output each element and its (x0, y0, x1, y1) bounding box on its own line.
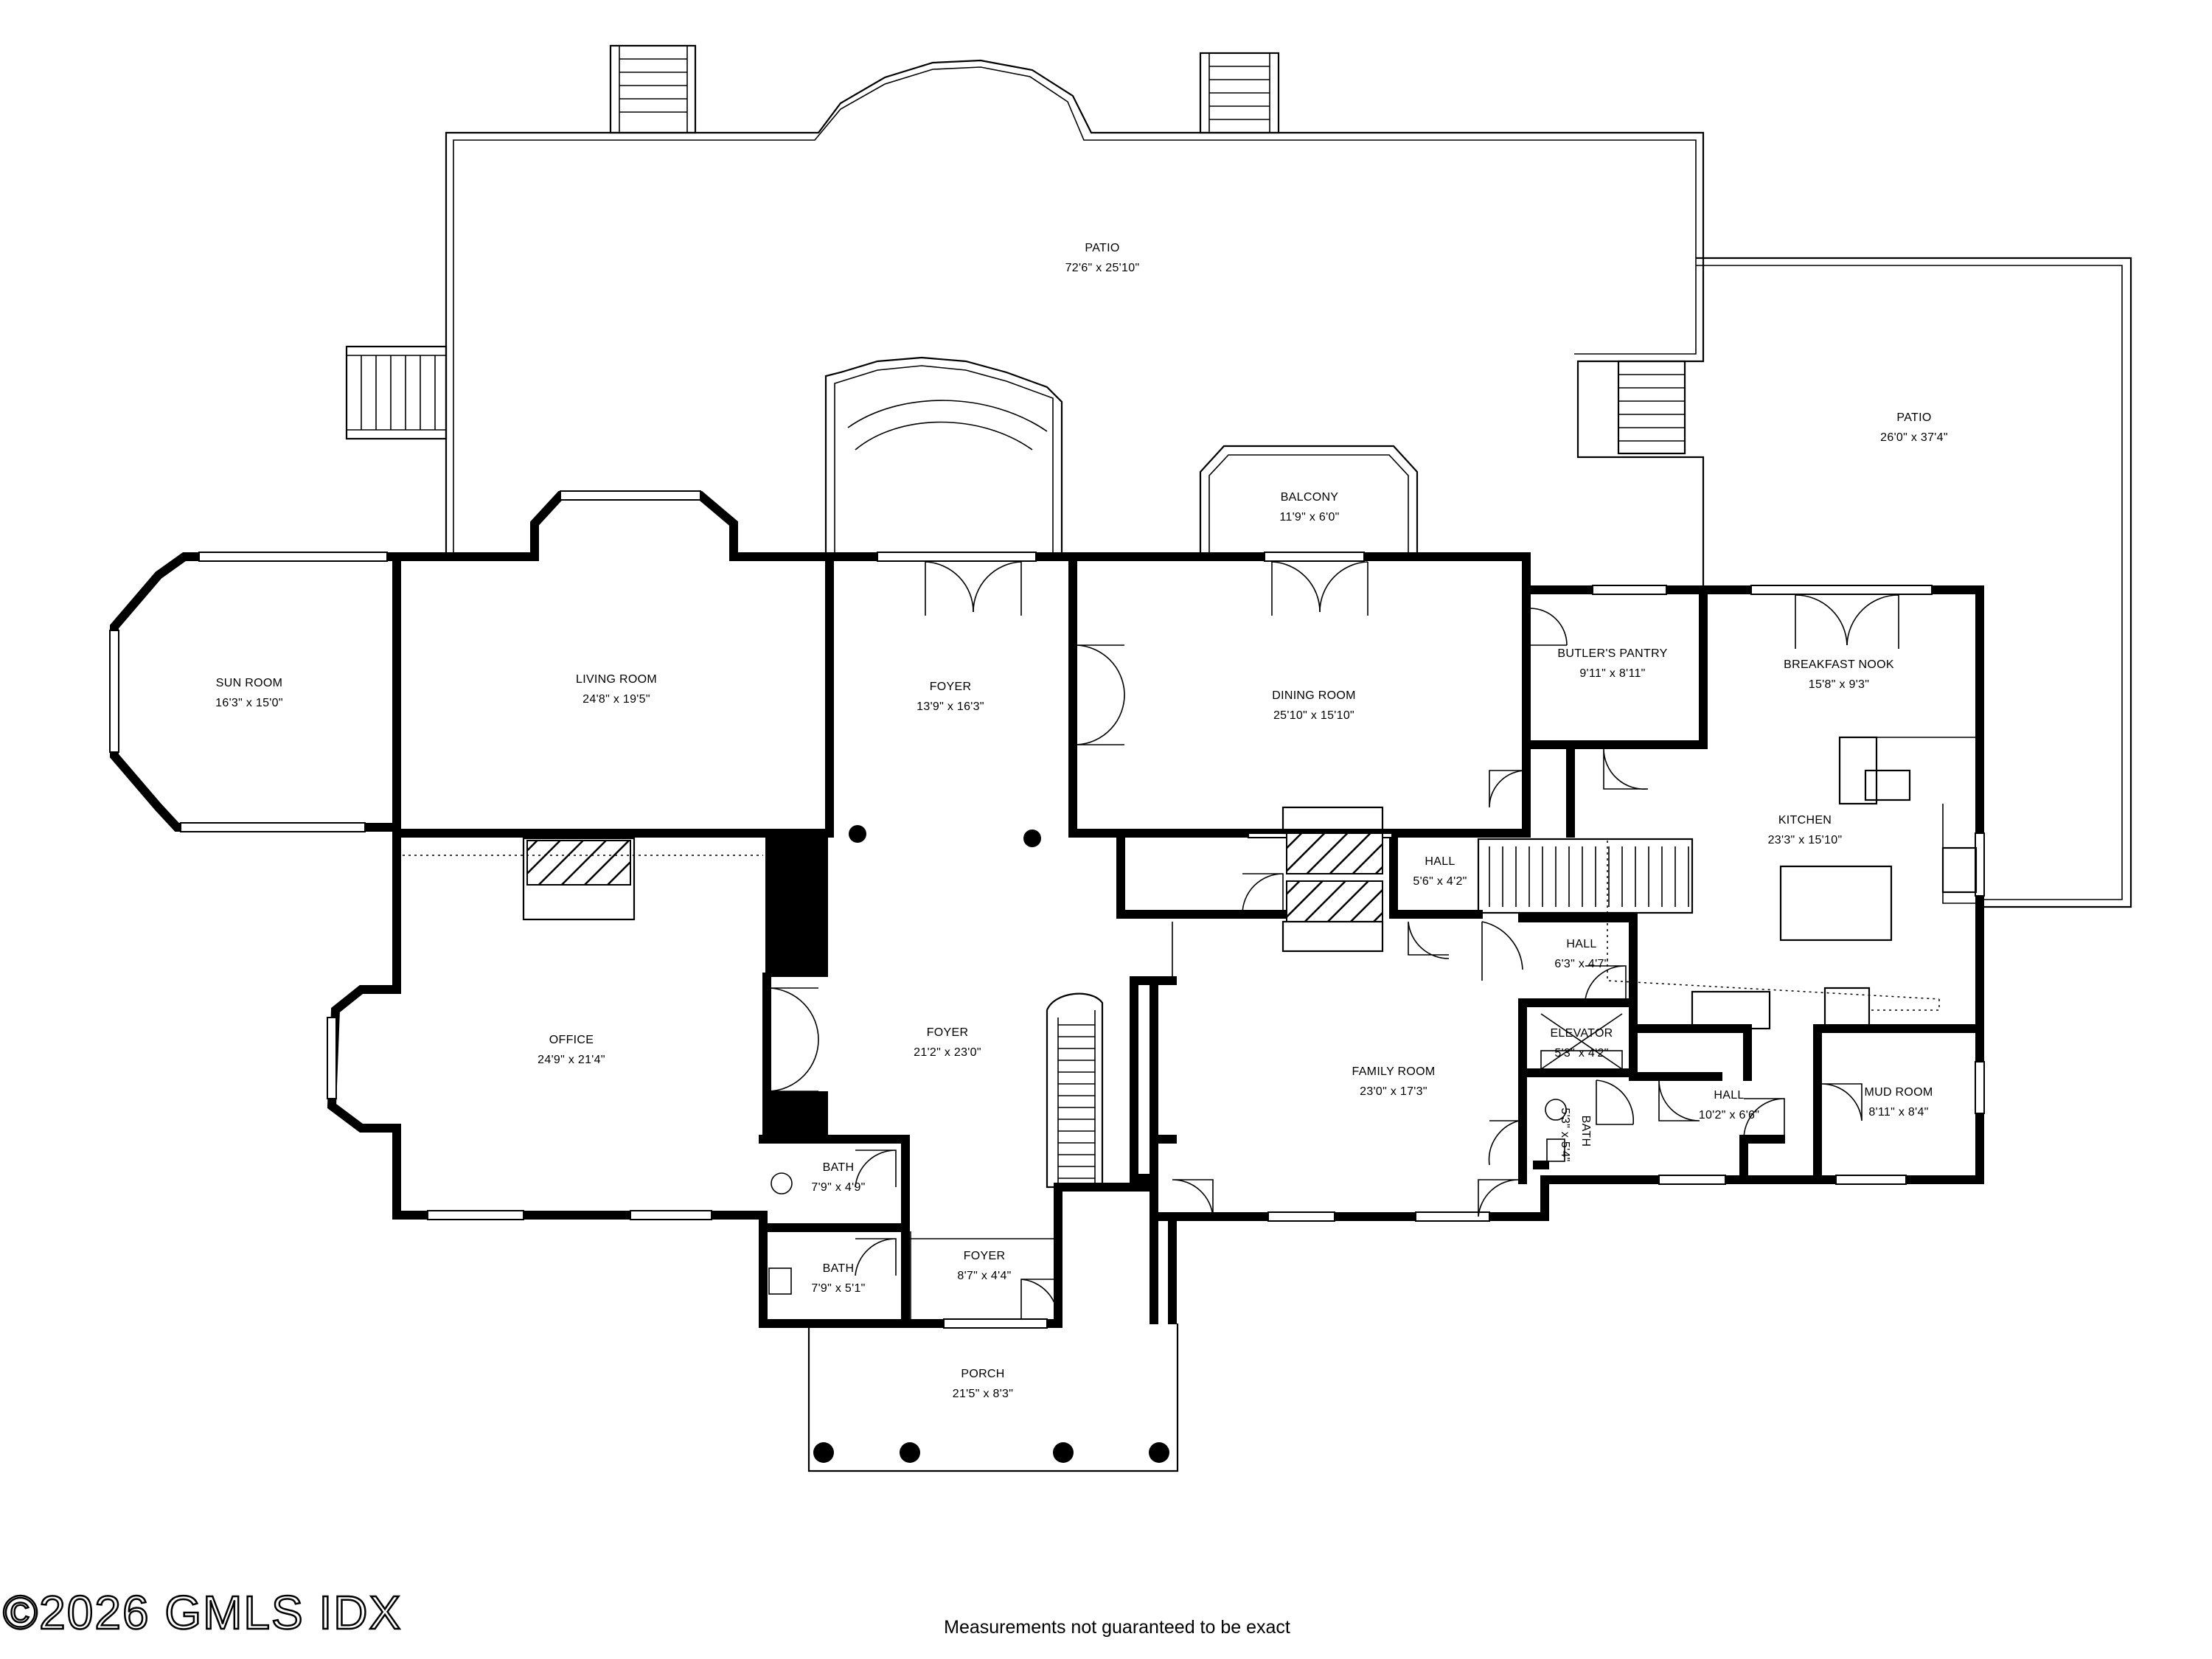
disclaimer-text: Measurements not guaranteed to be exact (944, 1617, 1290, 1638)
room-name: LIVING ROOM (576, 673, 657, 686)
main-staircase (1046, 992, 1104, 1189)
balcony-outline (1199, 445, 1419, 554)
room-name: BATH (1579, 1115, 1592, 1147)
room-name: PATIO (1896, 411, 1932, 424)
room-name: FOYER (926, 1026, 969, 1039)
room-dimensions: 8'7" x 4'4" (957, 1270, 1012, 1282)
hall-staircase (1477, 838, 1694, 914)
room-name: OFFICE (549, 1034, 594, 1046)
room-name: FOYER (929, 681, 972, 693)
room-name: BATH (822, 1161, 855, 1174)
room-name: BATH (822, 1262, 855, 1275)
room-name: BREAKFAST NOOK (1784, 658, 1894, 671)
porch-outline (807, 1324, 1179, 1472)
columns (813, 825, 1169, 1463)
room-dimensions: 13'9" x 16'3" (917, 700, 984, 713)
room-name: HALL (1714, 1089, 1745, 1102)
room-dimensions: 7'9" x 5'1" (811, 1282, 866, 1295)
room-dimensions: 24'9" x 21'4" (538, 1054, 605, 1066)
room-dimensions: 72'6" x 25'10" (1065, 262, 1140, 274)
fireplaces (522, 806, 1384, 953)
room-dimensions: 23'3" x 15'10" (1767, 834, 1843, 846)
room-dimensions: 10'2" x 6'6" (1698, 1109, 1760, 1121)
room-dimensions: 5'6" x 4'2" (1413, 875, 1467, 888)
room-name: ELEVATOR (1550, 1027, 1613, 1040)
room-dimensions: 11'9" x 6'0" (1279, 511, 1340, 524)
room-dimensions: 6'3" x 4'7" (1554, 958, 1609, 970)
room-dimensions: 21'2" x 23'0" (914, 1046, 981, 1059)
room-name: PORCH (961, 1368, 1005, 1380)
room-name: SUN ROOM (215, 677, 283, 689)
room-name: BALCONY (1280, 491, 1339, 504)
room-dimensions: 5'3" x 5'4" (1559, 1107, 1571, 1162)
room-dimensions: 9'11" x 8'11" (1579, 667, 1646, 680)
room-name: DINING ROOM (1272, 689, 1356, 702)
room-name: MUD ROOM (1864, 1086, 1933, 1099)
room-dimensions: 7'9" x 4'9" (811, 1181, 866, 1194)
patio-main-outline (345, 44, 1705, 586)
interior-detail-lines (394, 560, 1173, 1320)
patio-side-outline (1696, 257, 2132, 908)
room-dimensions: 24'8" x 19'5" (582, 693, 650, 706)
room-dimensions: 25'10" x 15'10" (1273, 709, 1355, 722)
room-name: KITCHEN (1778, 814, 1832, 827)
room-dimensions: 21'5" x 8'3" (952, 1388, 1014, 1400)
watermark: ©2026 GMLS IDX (2, 1585, 403, 1641)
family-room-stair (1134, 979, 1155, 1181)
room-name: PATIO (1085, 242, 1120, 254)
room-dimensions: 15'8" x 9'3" (1808, 678, 1870, 691)
bath-fixtures (768, 1013, 1623, 1295)
room-name: HALL (1566, 938, 1597, 950)
room-name: FOYER (963, 1250, 1006, 1262)
room-name: HALL (1425, 855, 1455, 868)
room-name: BUTLER'S PANTRY (1557, 647, 1668, 660)
room-dimensions: 5'3" x 4'2" (1554, 1047, 1609, 1060)
room-dimensions: 26'0" x 37'4" (1880, 431, 1948, 444)
kitchen-fixtures (1607, 736, 1978, 1030)
room-dimensions: 16'3" x 15'0" (215, 697, 283, 709)
room-name: FAMILY ROOM (1352, 1065, 1436, 1078)
room-dimensions: 8'11" x 8'4" (1868, 1106, 1929, 1119)
room-dimensions: 23'0" x 17'3" (1360, 1085, 1427, 1098)
doors (768, 561, 1899, 1321)
